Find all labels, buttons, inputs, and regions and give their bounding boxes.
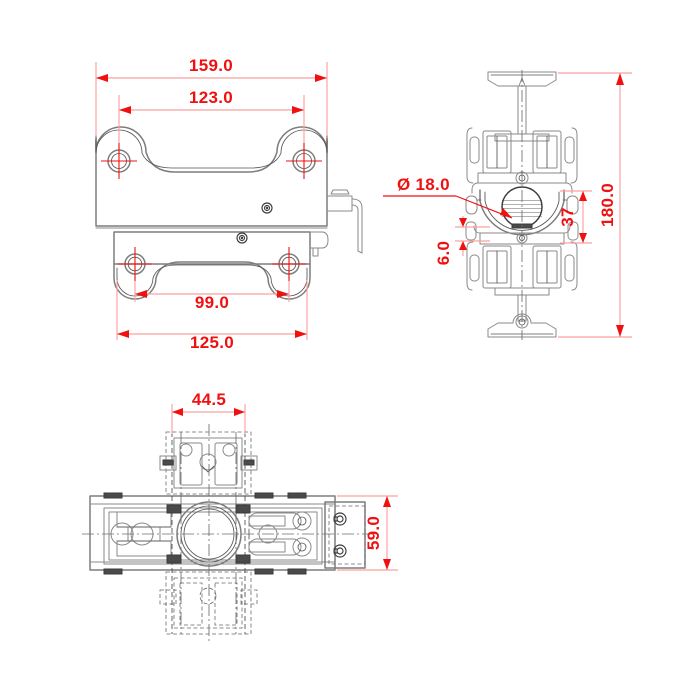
dimension-label-37: 37 xyxy=(558,207,577,227)
dimension-label-59: 59.0 xyxy=(364,516,383,550)
side-view: 180.0 37 6.0 Ø 18.0 xyxy=(383,70,632,340)
dimension-label-99: 99.0 xyxy=(195,293,229,312)
dimension-180: 180.0 xyxy=(558,72,632,338)
fastener-lower xyxy=(236,232,248,244)
dimension-6: 6.0 xyxy=(434,216,490,265)
plan-right-roller-group xyxy=(248,511,312,557)
center-marks-front-view xyxy=(101,143,322,281)
upper-wheel-carriage xyxy=(466,127,578,194)
plan-cross-member-bottom xyxy=(159,571,258,635)
plan-rail-outlines xyxy=(82,424,372,642)
dimension-label-diameter-18: Ø 18.0 xyxy=(397,175,450,194)
plan-cross-member-top xyxy=(159,431,258,495)
plan-fastener-upper xyxy=(333,512,347,526)
dimension-label-180: 180.0 xyxy=(598,183,617,227)
plan-view: 44.5 59.0 xyxy=(82,390,398,642)
dimension-label-6: 6.0 xyxy=(434,241,453,266)
dimension-label-159: 159.0 xyxy=(189,56,233,75)
dimension-59: 59.0 xyxy=(337,495,398,571)
dimension-44-5: 44.5 xyxy=(171,390,246,434)
plan-right-end-plate xyxy=(324,501,366,569)
central-pivot-body xyxy=(465,186,579,236)
fastener-upper xyxy=(261,202,273,214)
dimension-diameter-18: Ø 18.0 xyxy=(383,175,513,219)
dimension-label-123: 123.0 xyxy=(189,88,233,107)
plan-chassis-plate xyxy=(89,492,336,575)
dimension-label-44-5: 44.5 xyxy=(192,390,226,409)
dimension-label-125: 125.0 xyxy=(190,333,234,352)
front-view: 159.0 123.0 99.0 125.0 xyxy=(95,56,363,352)
lower-carriage-plate xyxy=(465,221,579,245)
plan-fastener-lower xyxy=(333,544,347,558)
dimension-159: 159.0 xyxy=(95,56,328,138)
dimension-125: 125.0 xyxy=(116,280,308,352)
front-view-side-bracket xyxy=(326,189,363,254)
dimension-37: 37 xyxy=(558,190,592,244)
plan-clamp-blocks xyxy=(166,504,251,564)
